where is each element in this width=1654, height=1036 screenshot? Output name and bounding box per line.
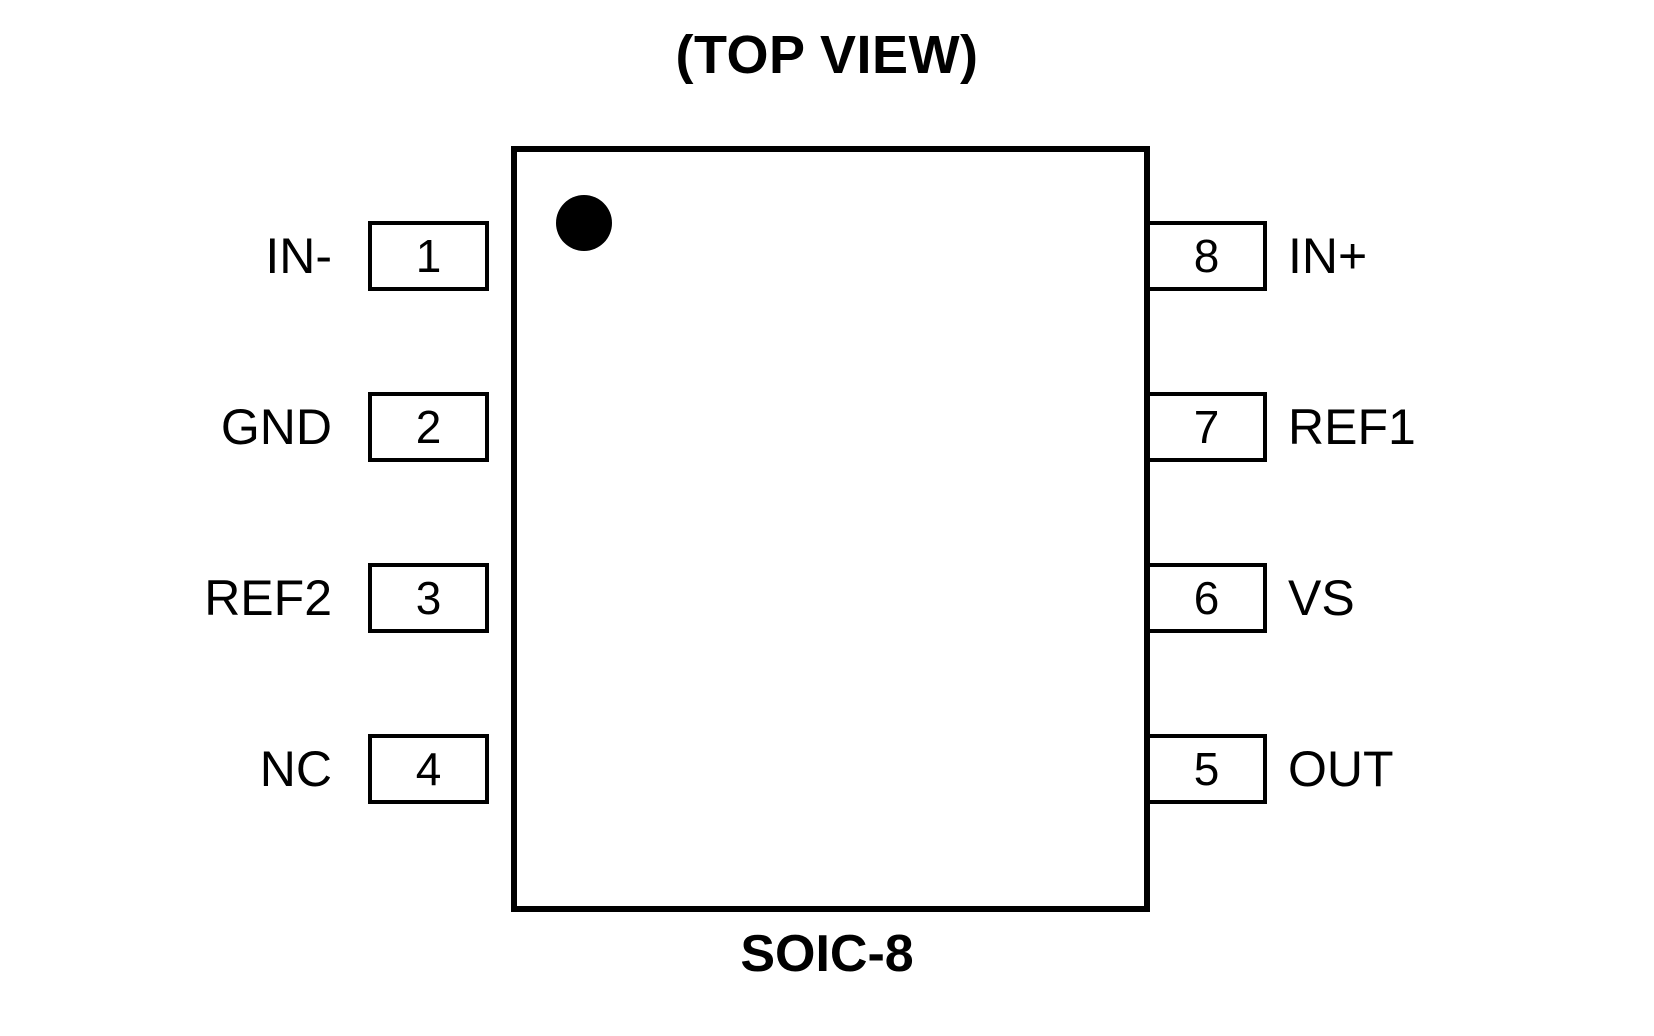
- pin-number-2: 2: [415, 401, 442, 453]
- pin-label-5: OUT: [1288, 741, 1394, 797]
- pin-label-8: IN+: [1288, 228, 1368, 284]
- pin-number-6: 6: [1193, 572, 1220, 624]
- pin-box-5: 5: [1146, 734, 1267, 804]
- pin-label-1: IN-: [265, 228, 332, 284]
- pin-number-1: 1: [415, 230, 442, 282]
- pin-number-3: 3: [415, 572, 442, 624]
- pin-label-6: VS: [1288, 570, 1355, 626]
- pin-label-4: NC: [259, 741, 332, 797]
- view-title: (TOP VIEW): [675, 25, 979, 85]
- pin-label-7: REF1: [1288, 399, 1416, 455]
- pin-box-4: 4: [368, 734, 489, 804]
- pin-box-6: 6: [1146, 563, 1267, 633]
- pin-number-4: 4: [415, 743, 442, 795]
- pin-box-1: 1: [368, 221, 489, 291]
- pin-box-7: 7: [1146, 392, 1267, 462]
- pin-number-8: 8: [1193, 230, 1220, 282]
- package-name: SOIC-8: [740, 925, 914, 983]
- package-body: [511, 146, 1150, 912]
- pin-number-7: 7: [1193, 401, 1220, 453]
- pin-1-dot-icon: [556, 195, 612, 251]
- pin-box-8: 8: [1146, 221, 1267, 291]
- pin-box-2: 2: [368, 392, 489, 462]
- pin-number-5: 5: [1193, 743, 1220, 795]
- pin-label-2: GND: [220, 399, 332, 455]
- pin-box-3: 3: [368, 563, 489, 633]
- pin-label-3: REF2: [204, 570, 332, 626]
